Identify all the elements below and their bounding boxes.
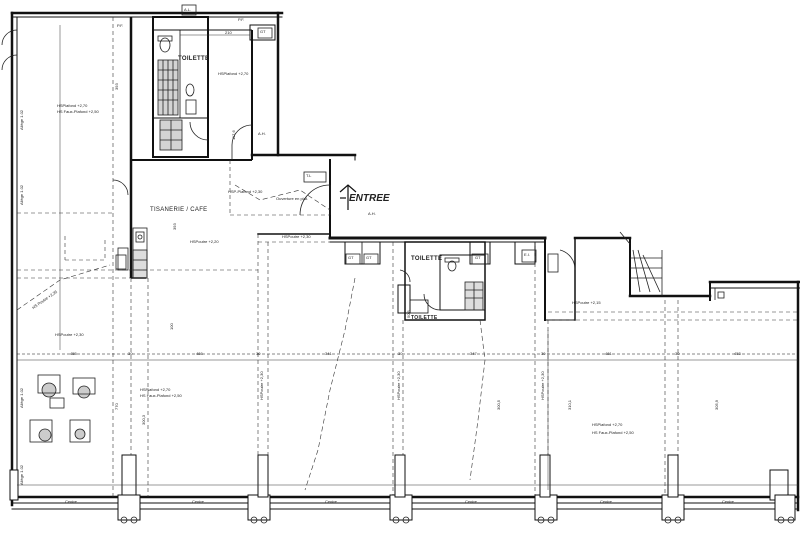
code-pf2: P.F. bbox=[238, 17, 245, 22]
label-centre-4: Centre bbox=[465, 499, 478, 504]
dim-347: 347 bbox=[470, 351, 477, 356]
height-left-poutre: HSPoutre +2,30 bbox=[55, 332, 84, 337]
stairs-hatch bbox=[619, 231, 725, 300]
code-gt1: GT bbox=[260, 29, 266, 34]
dim-3003: 300,3 bbox=[141, 414, 146, 425]
room-label-entree: ENTREE bbox=[349, 193, 390, 204]
label-allege-1: Allège 1.02 bbox=[19, 109, 24, 130]
code-pf1: P.F. bbox=[117, 23, 124, 28]
room-label-toilette-mid: TOILETTE bbox=[411, 256, 443, 262]
dim-100: 100 bbox=[169, 323, 174, 330]
label-centre-2: Centre bbox=[192, 499, 205, 504]
label-allege-4: Allège 1.02 bbox=[19, 464, 24, 485]
dim-3059: 305,9 bbox=[714, 399, 719, 410]
dim-393b: 393 bbox=[172, 223, 177, 230]
dim-341: 341 bbox=[325, 351, 332, 356]
entrance-arrow bbox=[339, 184, 357, 210]
label-ah-top: A.H. bbox=[258, 131, 266, 136]
height-centre-poutre: HSPoutre +2,20 bbox=[190, 239, 219, 244]
code-al: A.L. bbox=[184, 7, 192, 12]
toilet-fixtures-top bbox=[157, 35, 209, 151]
room-label-toilette-top: TOILETTE bbox=[178, 56, 210, 62]
dimension-lines bbox=[17, 25, 798, 490]
toilet-fixtures-mid bbox=[423, 257, 484, 311]
height-vertical-c: HSPoutre +2,30 bbox=[540, 371, 545, 400]
column-bases bbox=[120, 516, 795, 524]
dim-481: 481 bbox=[605, 351, 612, 356]
dim-30d: 30 bbox=[541, 351, 546, 356]
height-left-lower: HSPlafond +2,70 bbox=[140, 387, 171, 392]
label-allege-2: Allège 1.02 bbox=[19, 184, 24, 205]
dim-455: 455 bbox=[70, 351, 77, 356]
height-corridor-poutre: HSPoutre +2,30 bbox=[282, 234, 311, 239]
label-allege-3: Allège 1.02 bbox=[19, 387, 24, 408]
dim-30c: 30 bbox=[398, 351, 403, 356]
room-label-tisanerie: TISANERIE / CAFE bbox=[150, 207, 208, 213]
dim-505: 50,5 bbox=[406, 310, 411, 318]
dim-210: 210 bbox=[225, 30, 232, 35]
label-ouverture: Ouverture en plat. bbox=[276, 196, 309, 201]
dim-30e: 30 bbox=[675, 351, 680, 356]
office-furniture bbox=[29, 374, 96, 443]
height-right-main-b: HS Faux-Plafond +2,50 bbox=[592, 430, 634, 435]
code-gt2: GT bbox=[348, 255, 354, 260]
dim-453: 453 bbox=[734, 351, 741, 356]
door-swings bbox=[1, 29, 576, 283]
dim-30a: 30 bbox=[128, 351, 133, 356]
height-sp-top: HSP-Plafond +2,30 bbox=[228, 189, 263, 194]
height-vertical-a: HSPoutre +2,30 bbox=[259, 371, 264, 400]
code-tl: T.L bbox=[306, 173, 312, 178]
height-toilet-top: HSPlafond +2,70 bbox=[218, 71, 249, 76]
dim-770: 770 bbox=[114, 403, 119, 410]
tag-boxes bbox=[115, 4, 559, 273]
dim-3101: 310,1 bbox=[567, 399, 572, 410]
height-left-main: HSPlafond +2,70 bbox=[57, 103, 88, 108]
height-vertical-b: HSPoutre +2,30 bbox=[396, 371, 401, 400]
height-left-main-b: HS Faux-Plafond +2,50 bbox=[57, 109, 99, 114]
dim-393: 393 bbox=[114, 83, 119, 90]
code-ei: E.I. bbox=[524, 252, 531, 257]
dim-3005: 300,5 bbox=[496, 399, 501, 410]
code-gt4: GT bbox=[475, 255, 481, 260]
label-centre-5: Centre bbox=[600, 499, 613, 504]
room-label-toilette-mid2: TOILETTE bbox=[411, 315, 438, 321]
columns bbox=[9, 454, 796, 521]
label-centre-1: Centre bbox=[65, 499, 78, 504]
code-gt3: GT bbox=[366, 255, 372, 260]
label-ah-entry: A.H. bbox=[368, 211, 376, 216]
label-centre-3: Centre bbox=[325, 499, 338, 504]
dim-1176: 117,6 bbox=[231, 130, 236, 140]
height-right-main: HSPlafond +2,70 bbox=[592, 422, 623, 427]
dim-486: 486 bbox=[196, 351, 203, 356]
height-left-lower-b: HS Faux-Plafond +2,50 bbox=[140, 393, 182, 398]
height-right-poutre: HSPoutre +2,15 bbox=[572, 300, 601, 305]
dim-30b: 30 bbox=[256, 351, 261, 356]
label-centre-6: Centre bbox=[722, 499, 735, 504]
